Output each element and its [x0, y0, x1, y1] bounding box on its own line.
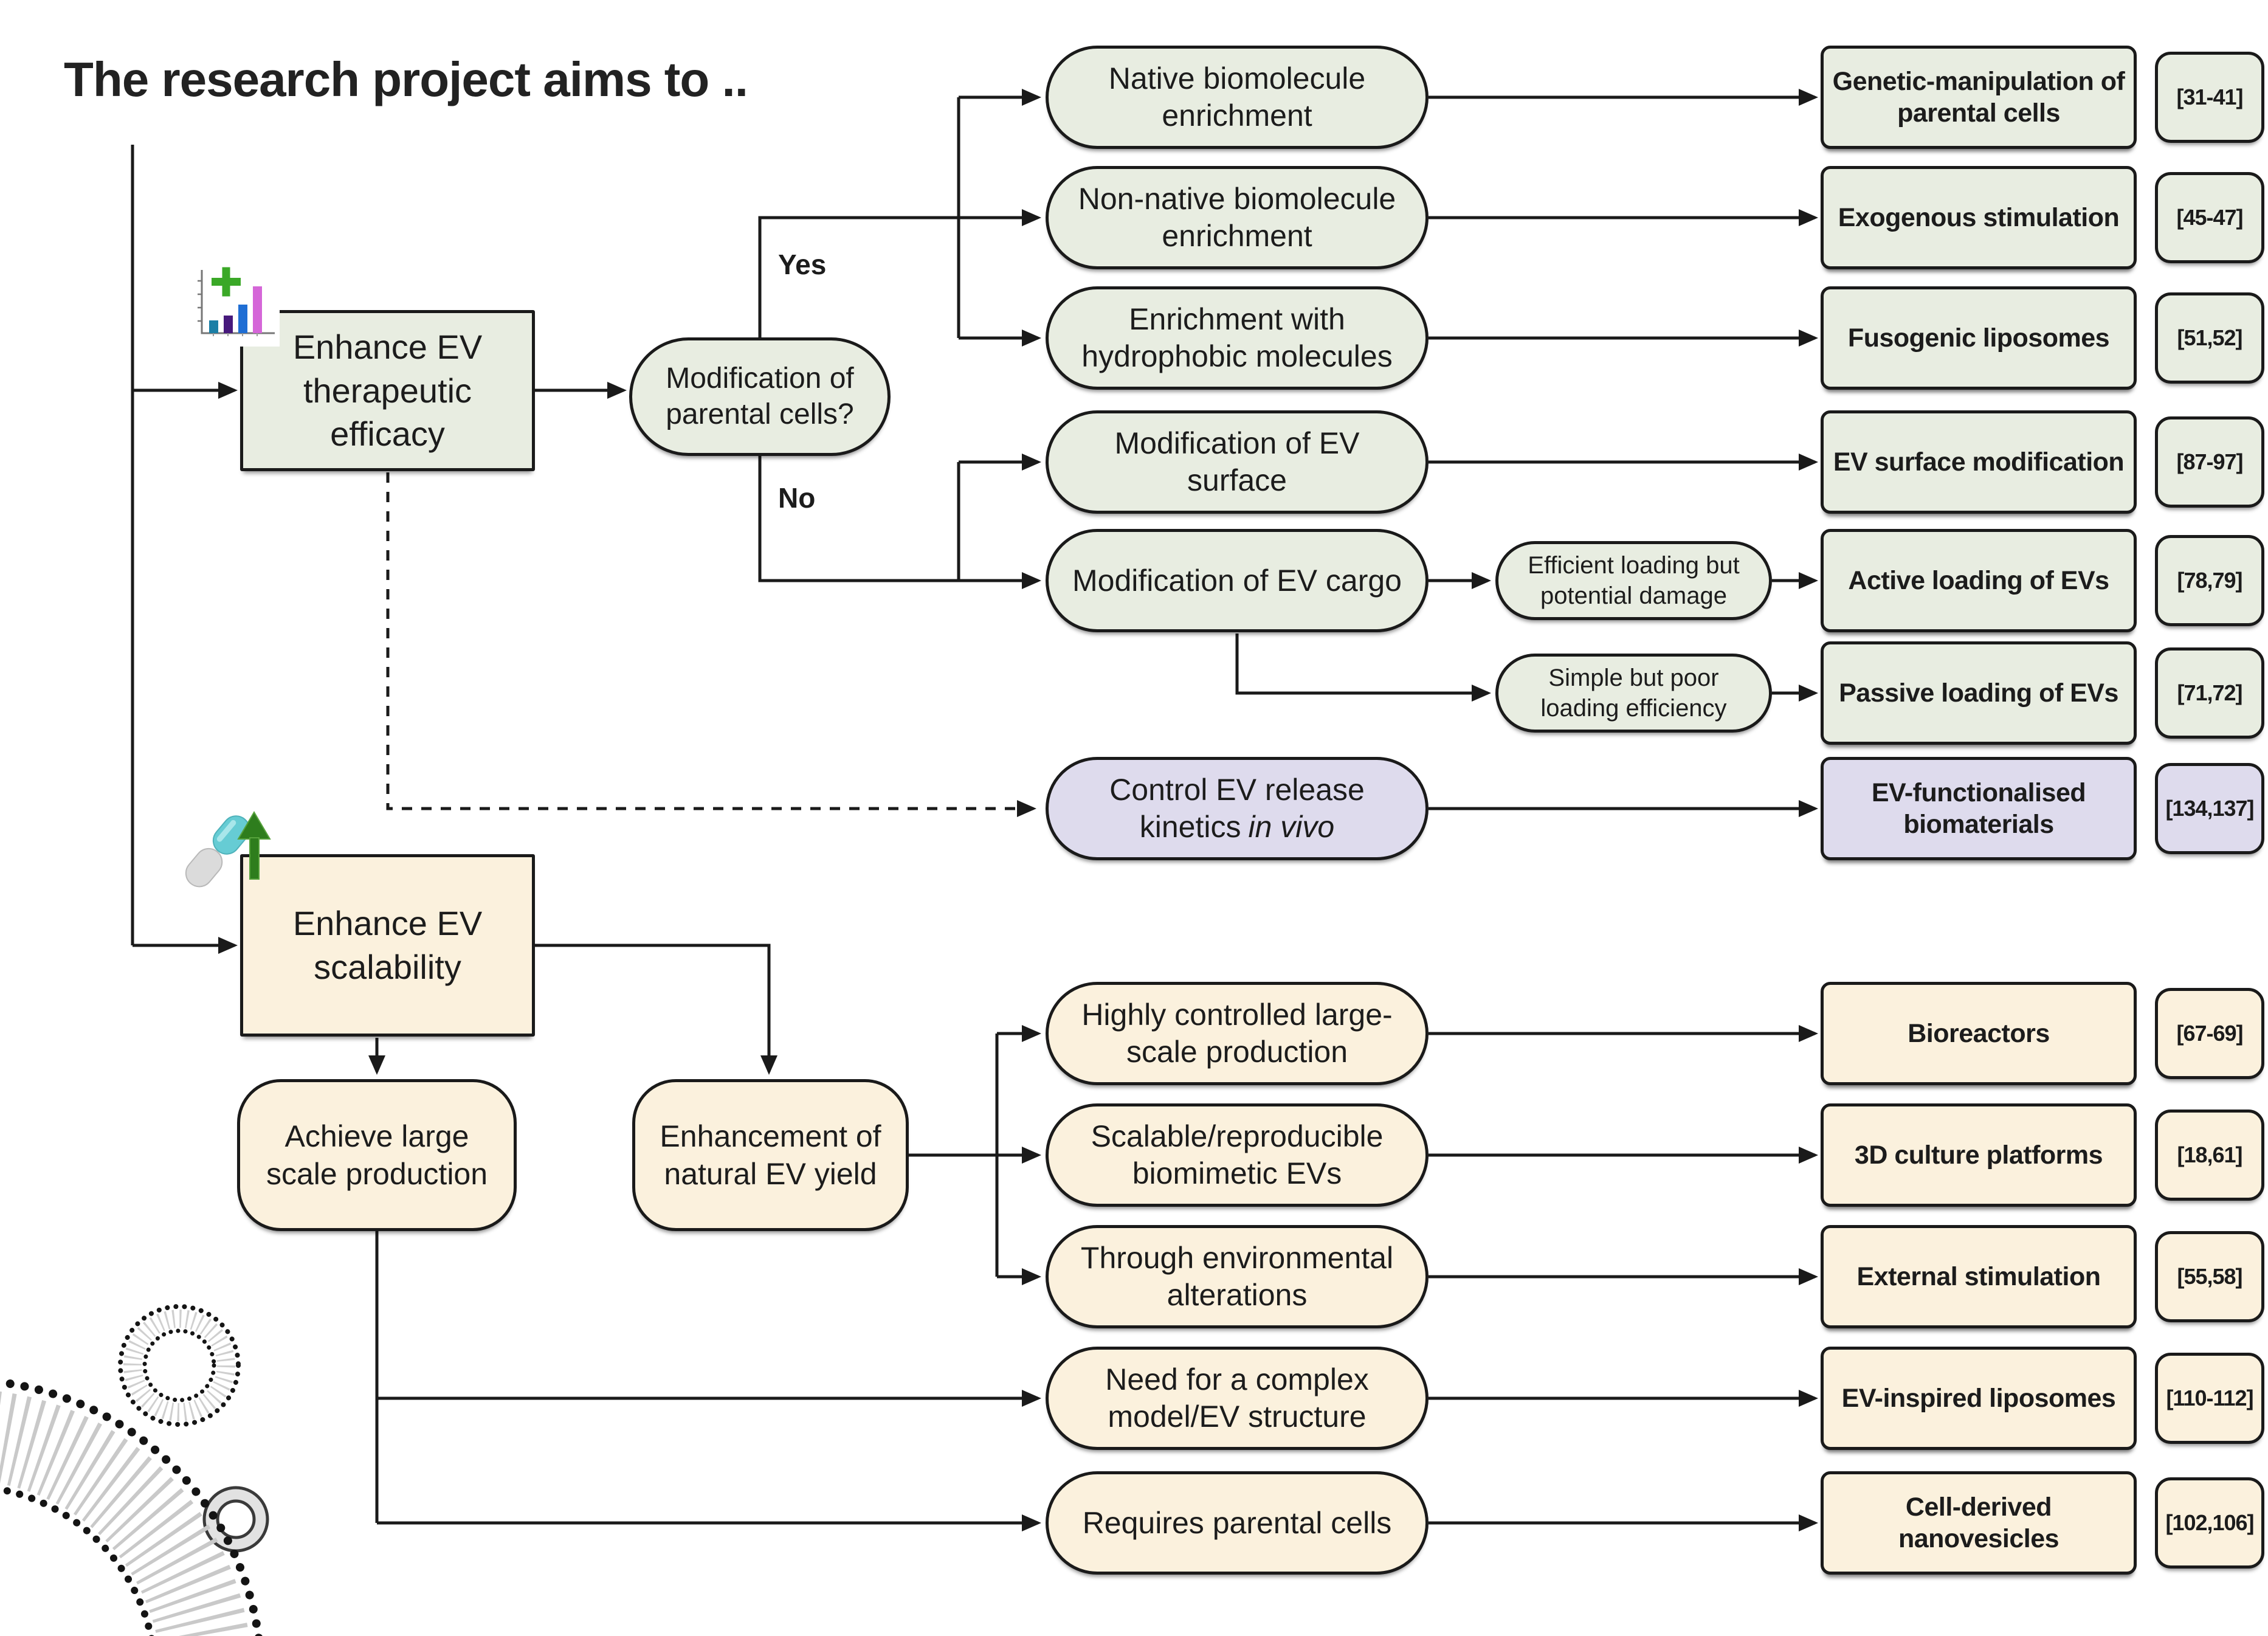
strategy-passive-loading: Passive loading of EVs: [1821, 641, 2137, 745]
refs-badge: [71,72]: [2155, 647, 2264, 739]
refs-badge: [78,79]: [2155, 535, 2264, 626]
decision-modification-of-parental-cells: Modification of parental cells?: [629, 337, 891, 456]
approach-requires-parental-cells: Requires parental cells: [1046, 1471, 1429, 1575]
strategy-ev-surface-modification: EV surface modification: [1821, 410, 2137, 514]
approach-need-complex-model: Need for a complex model/EV structure: [1046, 1347, 1429, 1450]
subgoal-enhancement-natural-ev-yield: Enhancement of natural EV yield: [632, 1079, 909, 1231]
strategy-active-loading: Active loading of EVs: [1821, 529, 2137, 632]
liposome-vesicle-icon: [118, 1304, 241, 1427]
approach-non-native-biomolecule-enrichment: Non-native biomolecule enrichment: [1046, 166, 1429, 269]
strategy-genetic-manipulation: Genetic-manipulation of parental cells: [1821, 46, 2137, 149]
strategy-bioreactors: Bioreactors: [1821, 982, 2137, 1085]
strategy-ev-functionalised-biomaterials: EV-functionalised biomaterials: [1821, 757, 2137, 860]
refs-badge: [45-47]: [2155, 172, 2264, 263]
goal-enhance-ev-scalability: Enhance EV scalability: [240, 854, 535, 1037]
approach-environmental-alterations: Through environmental alterations: [1046, 1225, 1429, 1328]
strategy-ev-inspired-liposomes: EV-inspired liposomes: [1821, 1347, 2137, 1450]
branch-label-yes: Yes: [778, 249, 827, 280]
qualifier-efficient-loading: Efficient loading but potential damage: [1495, 541, 1772, 620]
approach-enrichment-hydrophobic-molecules: Enrichment with hydrophobic molecules: [1046, 286, 1429, 390]
refs-badge: [31-41]: [2155, 52, 2264, 143]
strategy-fusogenic-liposomes: Fusogenic liposomes: [1821, 286, 2137, 390]
page-title: The research project aims to ..: [64, 52, 748, 106]
approach-modification-of-ev-cargo: Modification of EV cargo: [1046, 529, 1429, 632]
approach-scalable-biomimetic-evs: Scalable/reproducible biomimetic EVs: [1046, 1103, 1429, 1207]
refs-badge: [102,106]: [2155, 1477, 2264, 1569]
refs-badge: [87-97]: [2155, 416, 2264, 508]
approach-highly-controlled-production: Highly controlled large-scale production: [1046, 982, 1429, 1085]
refs-badge: [18,61]: [2155, 1110, 2264, 1201]
goal-enhance-ev-therapeutic-efficacy: Enhance EV therapeutic efficacy: [240, 310, 535, 471]
refs-badge: [55,58]: [2155, 1231, 2264, 1322]
strategy-external-stimulation: External stimulation: [1821, 1225, 2137, 1328]
strategy-3d-culture-platforms: 3D culture platforms: [1821, 1103, 2137, 1207]
refs-badge: [110-112]: [2155, 1353, 2264, 1444]
refs-badge: [67-69]: [2155, 988, 2264, 1079]
bar-chart-with-plus-icon: [188, 261, 280, 347]
approach-modification-of-ev-surface: Modification of EV surface: [1046, 410, 1429, 514]
capsule-with-up-arrow-icon: [185, 811, 271, 888]
qualifier-simple-but-poor: Simple but poor loading efficiency: [1495, 654, 1772, 733]
refs-badge: [51,52]: [2155, 292, 2264, 384]
approach-native-biomolecule-enrichment: Native biomolecule enrichment: [1046, 46, 1429, 149]
refs-badge: [134,137]: [2155, 763, 2264, 854]
release-kinetics-in-vivo: in vivo: [1248, 810, 1335, 844]
dashed-connector-line: [386, 472, 1036, 818]
strategy-exogenous-stimulation: Exogenous stimulation: [1821, 166, 2137, 269]
subgoal-achieve-large-scale-production: Achieve large scale production: [237, 1079, 517, 1231]
branch-label-no: No: [778, 482, 816, 514]
strategy-cell-derived-nanovesicles: Cell-derived nanovesicles: [1821, 1471, 2137, 1575]
release-kinetics-prefix: Control EV release kinetics: [1109, 773, 1365, 844]
solid-connector-lines: [131, 89, 1818, 1532]
